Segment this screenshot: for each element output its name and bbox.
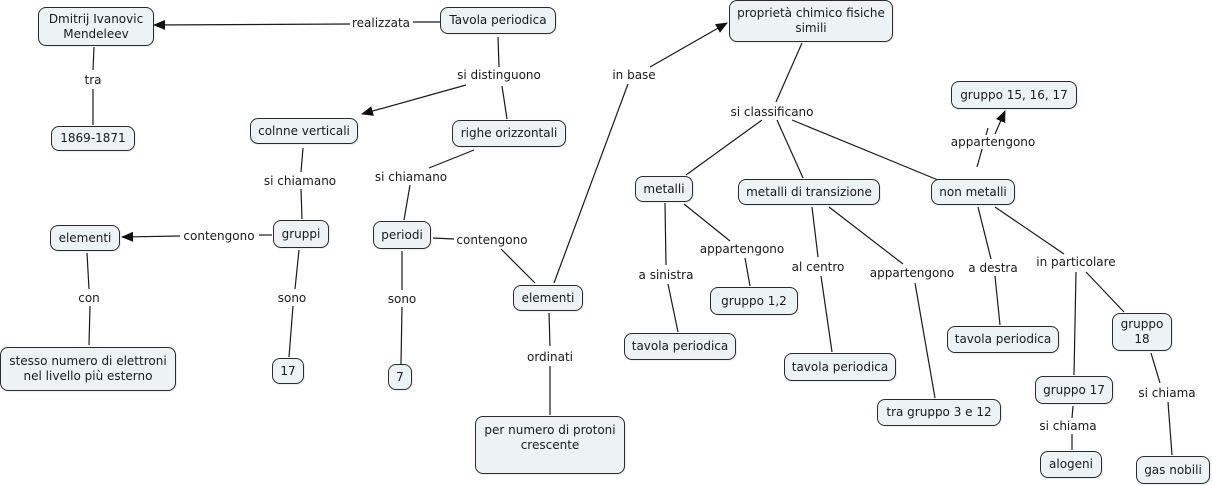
link-line (1085, 271, 1125, 313)
link-label-contengono: contengono (181, 229, 257, 243)
link-line (1071, 405, 1074, 419)
link-line (92, 46, 95, 71)
concept-gruppo-17[interactable]: gruppo 17 (1035, 376, 1113, 404)
concept-elementi-mid[interactable]: elementi (513, 285, 583, 311)
link-arrow (121, 231, 181, 242)
link-label-si-chiamano: si chiamano (261, 174, 339, 188)
link-label-in-base: in base (610, 68, 658, 82)
link-line (300, 188, 303, 220)
link-line (294, 249, 300, 290)
link-label-contengono: contengono (454, 233, 530, 247)
link-label-al-centro: al centro (789, 260, 847, 274)
link-line (86, 252, 90, 290)
link-label-si-chiamano: si chiamano (372, 170, 450, 184)
link-line (914, 282, 936, 399)
concept-metalli[interactable]: metalli (635, 176, 693, 202)
concept-righe-orizzontali[interactable]: righe orizzontali (452, 120, 566, 147)
link-line (288, 305, 294, 358)
link-arrow (153, 19, 351, 30)
concept-periodi[interactable]: periodi (373, 221, 431, 249)
link-line (400, 306, 403, 365)
link-label-con: con (76, 291, 102, 305)
link-line (403, 184, 411, 221)
link-label-appartengono: appartengono (697, 242, 787, 256)
link-label-si-chiama: si chiama (1037, 419, 1099, 433)
concept-elementi-left[interactable]: elementi (50, 225, 120, 251)
concept-metalli-transizione[interactable]: metalli di transizione (738, 179, 880, 205)
link-line (667, 283, 679, 333)
concept-tavola-destra[interactable]: tavola periodica (947, 326, 1059, 353)
link-label-a-sinistra: a sinistra (636, 268, 696, 282)
link-line (685, 119, 763, 176)
concept-gruppo-1-2[interactable]: gruppo 1,2 (710, 287, 798, 315)
link-label-si-classificano: si classificano (728, 105, 816, 119)
link-line (553, 83, 629, 284)
link-label-appartengono: appartengono (867, 266, 957, 280)
link-line (775, 42, 803, 103)
link-line (500, 248, 536, 284)
concept-mendeleev[interactable]: Dmitrij Ivanovic Mendeleev (38, 7, 154, 46)
link-label-tra: tra (82, 73, 104, 87)
concept-non-metalli[interactable]: non metalli (931, 179, 1015, 205)
concept-anni[interactable]: 1869-1871 (51, 126, 135, 151)
link-line (1167, 401, 1173, 456)
concept-stesso-numero[interactable]: stesso numero di elettroni nel livello p… (0, 347, 176, 391)
concept-17[interactable]: 17 (272, 358, 304, 384)
link-arrow (361, 84, 467, 116)
link-label-ordinati: ordinati (524, 350, 576, 364)
concept-tra-gruppo-3-e-12[interactable]: tra gruppo 3 e 12 (877, 399, 1001, 426)
link-line (791, 119, 939, 181)
link-line (994, 206, 1065, 255)
link-label-a-destra: a destra (966, 261, 1020, 275)
link-arrow (649, 22, 728, 68)
link-line (300, 147, 304, 173)
concept-protoni[interactable]: per numero di protoni crescente (475, 416, 625, 474)
concept-gruppo-18[interactable]: gruppo 18 (1112, 313, 1172, 351)
link-line (548, 312, 551, 347)
link-line (820, 275, 833, 353)
link-line (1073, 271, 1077, 376)
link-line (977, 206, 992, 260)
concept-gas-nobili[interactable]: gas nobili (1136, 456, 1210, 484)
link-line (744, 257, 751, 287)
concept-gruppo-15-16-17[interactable]: gruppo 15, 16, 17 (951, 81, 1077, 109)
link-line (994, 275, 1001, 326)
link-line (664, 202, 667, 266)
link-line (497, 36, 500, 68)
link-line (776, 119, 804, 179)
link-line (828, 206, 904, 265)
link-line (683, 203, 731, 242)
concept-colonne-verticali[interactable]: colnne verticali (250, 118, 358, 144)
link-label-sono: sono (275, 291, 309, 305)
link-label-si-distinguono: si distinguono (455, 68, 543, 82)
link-label-sono: sono (385, 292, 419, 306)
link-label-appartengono: appartengono (948, 135, 1038, 149)
link-line (428, 149, 475, 169)
concept-gruppi[interactable]: gruppi (273, 220, 329, 248)
concept-tavola-periodica[interactable]: Tavola periodica (440, 7, 556, 34)
link-line (1150, 352, 1161, 384)
concept-7[interactable]: 7 (388, 364, 412, 390)
link-line (501, 85, 508, 120)
link-label-in-particolare: in particolare (1034, 255, 1118, 269)
link-line (811, 206, 819, 258)
link-label-si-chiama: si chiama (1136, 386, 1198, 400)
concept-tavola-centro[interactable]: tavola periodica (784, 353, 896, 381)
link-arrow (994, 110, 1006, 135)
link-label-realizzata: realizzata (349, 16, 413, 30)
concept-tavola-sinistra[interactable]: tavola periodica (624, 333, 736, 360)
concept-proprieta[interactable]: proprietà chimico fisiche simili (729, 0, 893, 42)
concept-alogeni[interactable]: alogeni (1040, 451, 1102, 478)
link-line (88, 305, 91, 346)
link-line (432, 237, 455, 240)
